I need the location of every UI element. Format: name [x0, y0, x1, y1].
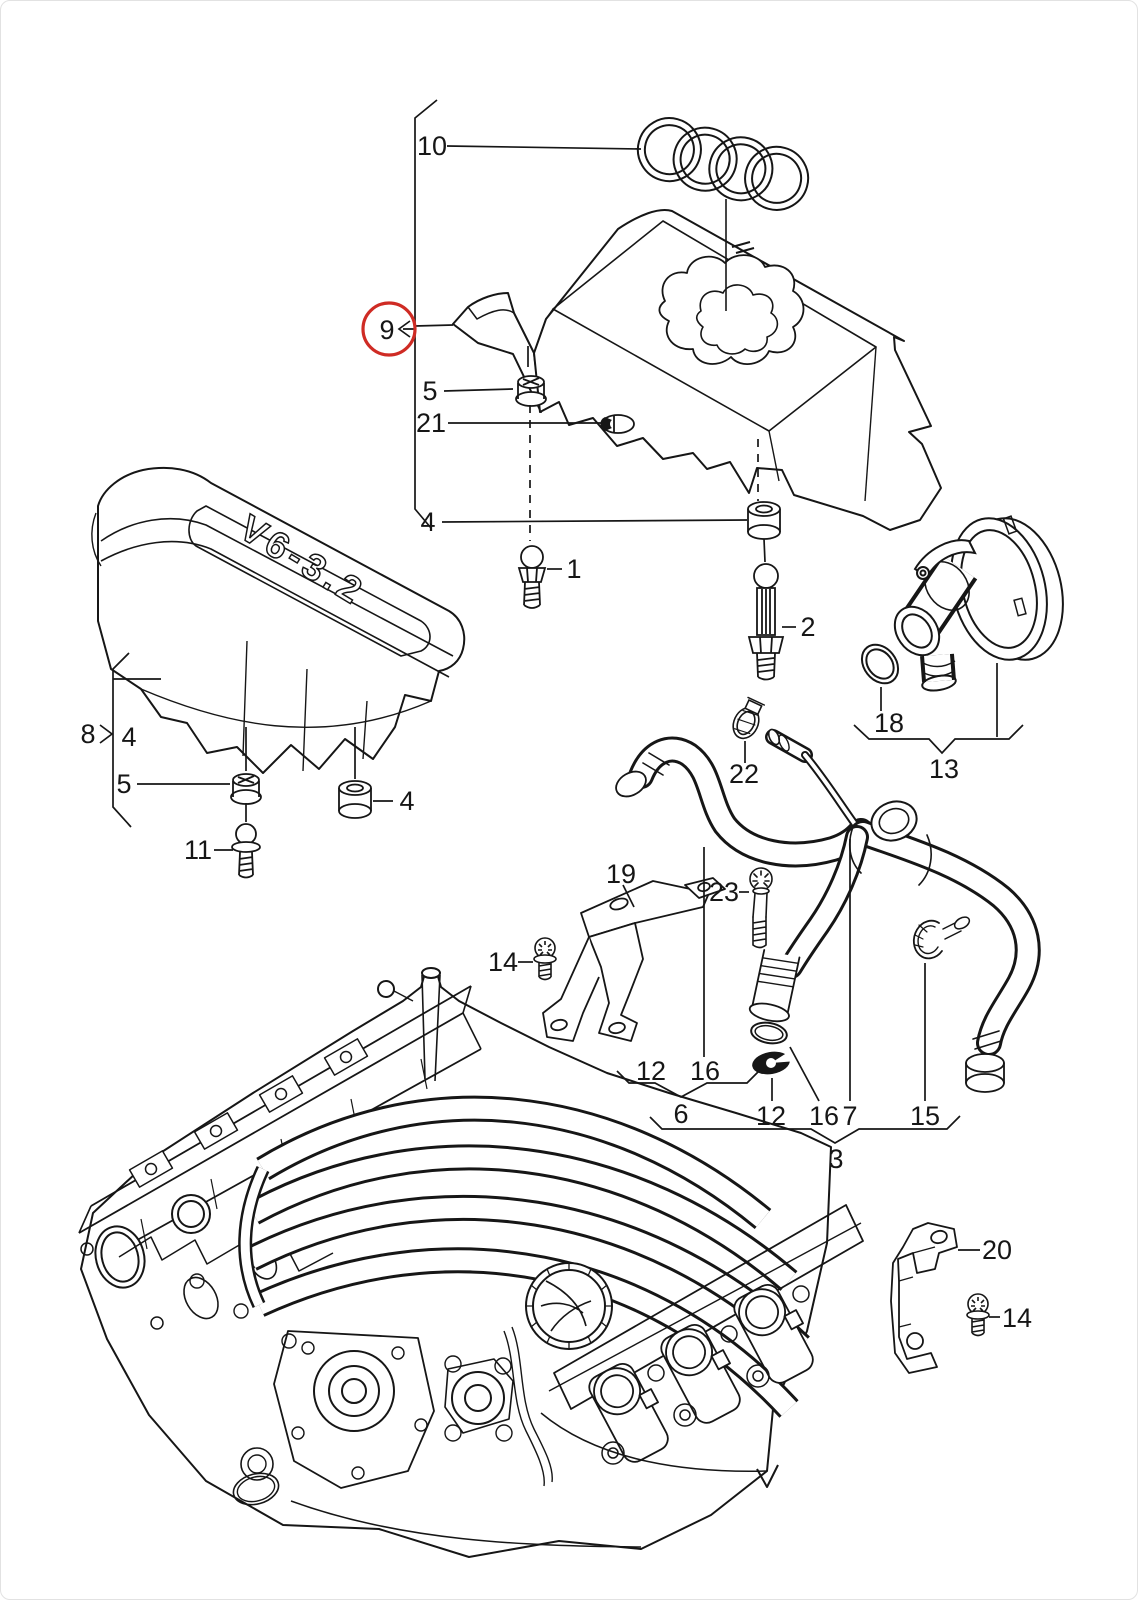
callout-19[interactable]: 19: [606, 859, 636, 889]
screw-14-bottom: [966, 1293, 990, 1337]
callout-10[interactable]: 10: [417, 131, 447, 161]
banjo-bolt-23: [749, 867, 773, 949]
callout-5-top[interactable]: 5: [422, 376, 437, 406]
callout-labels: 10 9 5 21 4 1 2 18 13 22 8 4 5 11 4 19 2…: [80, 131, 1032, 1333]
engine-cover-top: [452, 209, 942, 531]
highlight-circle-9: [361, 301, 417, 357]
callout-15[interactable]: 15: [910, 1101, 940, 1131]
callout-22[interactable]: 22: [729, 759, 759, 789]
ball-stud-1: [517, 545, 547, 609]
callout-3[interactable]: 3: [828, 1144, 843, 1174]
callout-2[interactable]: 2: [800, 612, 815, 642]
callout-4-left[interactable]: 4: [121, 722, 136, 752]
callout-11[interactable]: 11: [184, 835, 212, 865]
hose-clamp-22: [732, 696, 765, 740]
callout-16-a[interactable]: 16: [690, 1056, 720, 1086]
cover-mount-nut-top: [515, 375, 547, 407]
ball-stud-11: [231, 823, 261, 879]
retaining-clip-12: [752, 1049, 797, 1075]
callout-23[interactable]: 23: [709, 877, 739, 907]
engine-block: [78, 967, 864, 1558]
engine-cover-v6: [91, 467, 466, 774]
callout-4-grommet-left[interactable]: 4: [399, 786, 414, 816]
callout-6[interactable]: 6: [673, 1099, 688, 1129]
callout-12-a[interactable]: 12: [636, 1056, 666, 1086]
callout-13[interactable]: 13: [929, 754, 959, 784]
o-ring-18: [860, 643, 900, 685]
screw-14-top: [533, 937, 557, 981]
spring-clamp-15: [912, 916, 971, 960]
callout-20[interactable]: 20: [982, 1235, 1012, 1265]
mount-grommet-top-right: [747, 501, 781, 540]
pcv-valve-13: [893, 515, 1064, 692]
callout-4-top[interactable]: 4: [420, 507, 435, 537]
callout-5-left[interactable]: 5: [116, 769, 131, 799]
injector-towers: [588, 1283, 814, 1463]
callout-8[interactable]: 8: [80, 719, 95, 749]
callout-9[interactable]: 9: [379, 315, 394, 345]
holding-bracket-19: [542, 877, 726, 1042]
mount-nut-left: [230, 773, 262, 805]
callout-18[interactable]: 18: [874, 708, 904, 738]
mount-stud-2: [747, 563, 785, 681]
callout-7[interactable]: 7: [842, 1101, 857, 1131]
callout-12-b[interactable]: 12: [756, 1101, 786, 1131]
mount-grommet-left: [338, 780, 372, 819]
callout-14-bottom[interactable]: 14: [1002, 1303, 1032, 1333]
callout-21[interactable]: 21: [416, 408, 446, 438]
retaining-clip-21: [600, 414, 635, 434]
bracket-20: [890, 1222, 958, 1374]
callout-16-b[interactable]: 16: [809, 1101, 839, 1131]
audi-rings-emblem-icon: [636, 117, 810, 211]
callout-14-top[interactable]: 14: [488, 947, 518, 977]
callout-1[interactable]: 1: [566, 554, 581, 584]
leader-lines: [99, 99, 1024, 1318]
